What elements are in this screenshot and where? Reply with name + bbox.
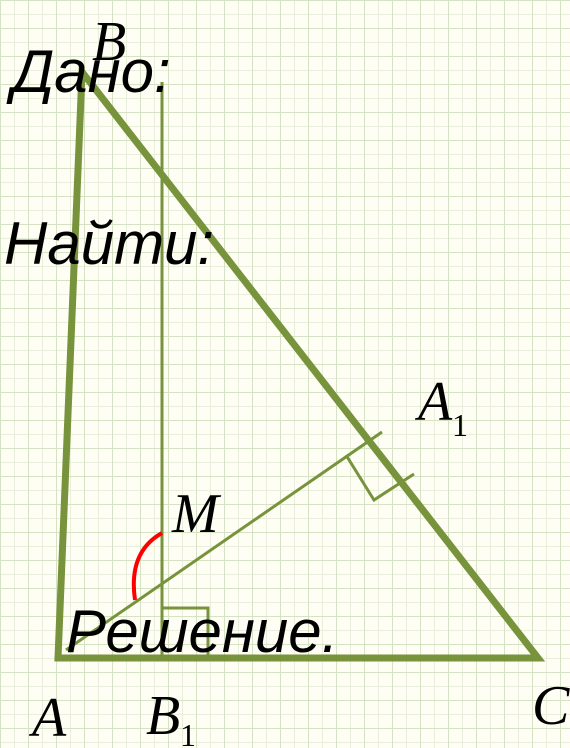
heading-given: Дано: [6,38,171,105]
label-m: M [171,483,222,545]
label-a1-letter: A [414,371,453,433]
altitude-aa1 [65,430,383,652]
label-a1-index: 1 [452,407,468,443]
right-angle-mark-a1 [344,454,415,503]
label-b1-index: 1 [180,717,196,748]
label-c: C [532,675,570,737]
angle-arc-m [131,531,164,601]
label-a: A [28,687,67,748]
heading-solution: Решение. [66,598,338,665]
heading-find: Найти: [4,210,214,277]
label-b1-letter: B [146,685,180,747]
label-b: B [92,11,126,73]
triangle-abc [54,62,546,662]
right-angle-mark-b1 [162,606,210,658]
